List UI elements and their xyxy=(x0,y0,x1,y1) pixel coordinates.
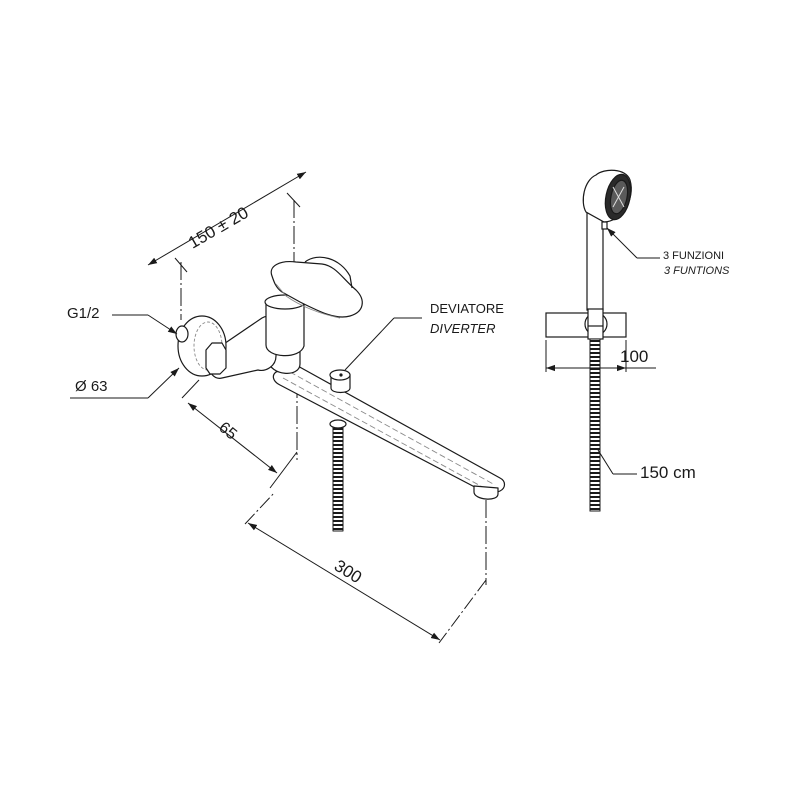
functions-label-it: 3 FUNZIONI xyxy=(663,250,725,262)
dimension-lines xyxy=(70,171,487,644)
dimension-hose-length-label: 150 cm xyxy=(640,463,696,482)
dimension-inlet-thread-label: G1/2 xyxy=(67,305,100,322)
dimension-bracket-width-label: 100 xyxy=(620,347,649,366)
diverter-label-it: DEVIATORE xyxy=(430,301,504,316)
single-lever-mixer-icon xyxy=(175,200,506,585)
hand-shower-dimensions xyxy=(545,227,660,475)
hand-shower-icon xyxy=(545,169,632,512)
diverter-label-en: DIVERTER xyxy=(430,321,496,336)
functions-label-en: 3 FUNTIONS xyxy=(664,265,730,277)
dimension-escutcheon-diameter-label: Ø 63 xyxy=(75,378,108,395)
flexible-hose-icon xyxy=(589,338,601,512)
